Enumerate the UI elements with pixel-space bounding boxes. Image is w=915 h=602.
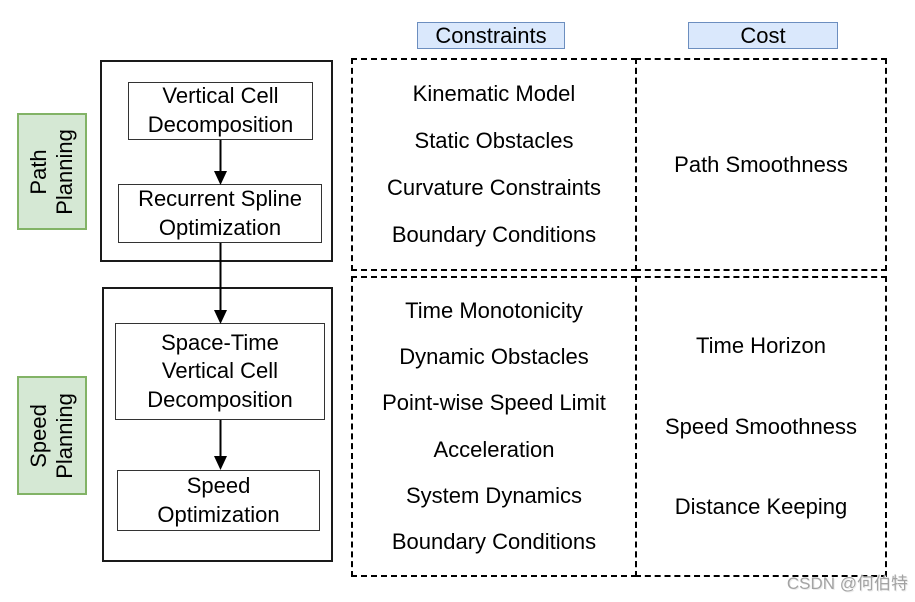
step-box-recurrent-spline-optimization: Recurrent Spline Optimization <box>118 184 322 243</box>
step-box-vertical-cell-decomposition: Vertical Cell Decomposition <box>128 82 313 140</box>
step-box-speed-optimization: Speed Optimization <box>117 470 320 531</box>
cost-item: Speed Smoothness <box>664 413 858 439</box>
speed-constraints-cell: Time Monotonicity Dynamic Obstacles Poin… <box>351 276 637 577</box>
constraint-item: Curvature Constraints <box>387 175 601 200</box>
stage-label-speed-planning-text: Speed Planning <box>26 392 78 479</box>
constraint-item: Time Monotonicity <box>405 298 583 324</box>
stage-label-speed-planning: Speed Planning <box>17 376 87 495</box>
constraint-item: Boundary Conditions <box>391 222 597 247</box>
constraint-item: Static Obstacles <box>414 128 574 153</box>
constraint-item: System Dynamics <box>405 482 583 508</box>
constraint-item: Point-wise Speed Limit <box>382 390 606 416</box>
speed-cost-cell: Time Horizon Speed Smoothness Distance K… <box>635 276 887 577</box>
stage-label-path-planning-text: Path Planning <box>26 128 78 215</box>
csdn-watermark: CSDN @何伯特 <box>786 574 908 593</box>
column-header-constraints: Constraints <box>417 22 565 49</box>
column-header-cost: Cost <box>688 22 838 49</box>
stage-label-path-planning: Path Planning <box>17 113 87 230</box>
cost-item: Path Smoothness <box>674 151 848 177</box>
path-constraints-cell: Kinematic Model Static Obstacles Curvatu… <box>351 58 637 271</box>
constraint-item: Kinematic Model <box>412 81 576 106</box>
step-box-space-time-vertical-cell-decomposition: Space-Time Vertical Cell Decomposition <box>115 323 325 420</box>
constraint-item: Boundary Conditions <box>391 528 597 554</box>
path-cost-cell: Path Smoothness <box>635 58 887 271</box>
cost-item: Distance Keeping <box>674 494 848 520</box>
cost-item: Time Horizon <box>696 332 826 358</box>
constraint-item: Acceleration <box>433 436 555 462</box>
constraint-item: Dynamic Obstacles <box>399 344 589 370</box>
